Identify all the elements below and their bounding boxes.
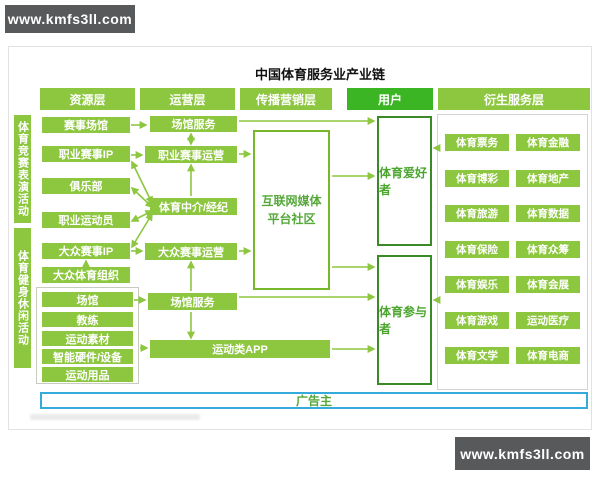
node-sport-realestate: 体育地产	[516, 170, 580, 187]
node-venue-service-top: 场馆服务	[150, 116, 237, 132]
node-sport-entertainment: 体育娱乐	[445, 276, 509, 293]
header-derived-layer: 衍生服务层	[438, 88, 590, 110]
node-sport-ecommerce: 体育电商	[516, 347, 580, 364]
node-mass-event-operation: 大众赛事运营	[145, 243, 237, 260]
node-sport-data: 体育数据	[516, 205, 580, 222]
node-pro-athlete: 职业运动员	[42, 212, 130, 228]
faded-source-text	[30, 414, 200, 420]
node-sport-agency: 体育中介/经纪	[150, 198, 237, 215]
node-venue: 场馆	[42, 292, 133, 307]
side-label-competition-activities: 体育竞赛表演活动	[14, 115, 31, 223]
header-resource-layer: 资源层	[40, 88, 135, 110]
node-event-venue: 赛事场馆	[42, 117, 130, 133]
advertiser-bar: 广告主	[40, 392, 588, 409]
node-sport-ticketing: 体育票务	[445, 134, 509, 151]
page-title: 中国体育服务业产业链	[254, 67, 385, 82]
node-sport-material: 运动素材	[42, 331, 133, 346]
node-venue-service-bottom: 场馆服务	[148, 293, 237, 310]
node-smart-hardware: 智能硬件/设备	[42, 349, 133, 364]
node-sport-tourism: 体育旅游	[445, 205, 509, 222]
node-club: 俱乐部	[42, 178, 130, 194]
watermark-bottom-right: www.kmfs3ll.com	[455, 437, 590, 470]
node-sport-medical: 运动医疗	[516, 312, 580, 329]
node-sport-app: 运动类APP	[150, 340, 330, 358]
node-mass-event-ip: 大众赛事IP	[42, 243, 130, 259]
node-pro-event-operation: 职业赛事运营	[145, 146, 237, 163]
node-sports-participants: 体育参与者	[377, 255, 432, 385]
watermark-top-left: www.kmfs3ll.com	[5, 5, 135, 33]
side-label-fitness-leisure-activities: 体育健身休闲活动	[14, 228, 31, 368]
header-operation-layer: 运营层	[140, 88, 235, 110]
node-coach: 教练	[42, 312, 133, 327]
node-internet-media-community: 互联网媒体 平台社区	[253, 130, 330, 290]
node-sport-lottery: 体育博彩	[445, 170, 509, 187]
internet-media-line2: 平台社区	[267, 212, 316, 226]
node-sport-literature: 体育文学	[445, 347, 509, 364]
header-marketing-layer: 传播营销层	[240, 88, 332, 110]
node-sport-insurance: 体育保险	[445, 241, 509, 258]
node-mass-sport-org: 大众体育组织	[42, 267, 130, 283]
node-sports-fans: 体育爱好者	[377, 116, 432, 246]
node-sport-crowdfunding: 体育众筹	[516, 241, 580, 258]
node-sport-exhibition: 体育会展	[516, 276, 580, 293]
node-sport-finance: 体育金融	[516, 134, 580, 151]
internet-media-line1: 互联网媒体	[261, 194, 322, 208]
node-sport-gaming: 体育游戏	[445, 312, 509, 329]
header-user-layer: 用户	[347, 88, 433, 110]
node-sport-goods: 运动用品	[42, 367, 133, 382]
node-pro-event-ip: 职业赛事IP	[42, 146, 130, 162]
